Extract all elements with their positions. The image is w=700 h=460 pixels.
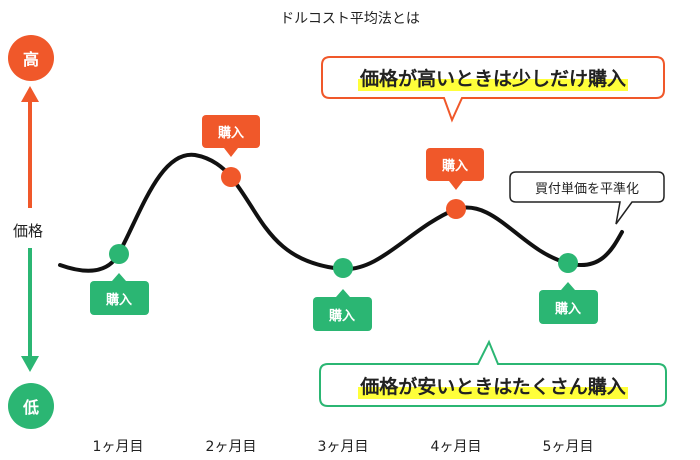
buy-box-2-pointer: [224, 148, 238, 157]
buy-box-5: [539, 290, 598, 324]
diagram-title: ドルコスト平均法とは: [280, 11, 420, 27]
buy-box-1: [90, 281, 149, 315]
x-tick-1: 1ヶ月目: [92, 439, 144, 455]
buy-point-4: [446, 199, 466, 219]
buy-point-2: [221, 167, 241, 187]
callout-low-text: 価格が安いときはたくさん購入: [320, 364, 666, 406]
buy-label-1: 購入: [105, 292, 132, 308]
buy-point-3: [333, 258, 353, 278]
buy-point-5: [558, 253, 578, 273]
buy-box-5-pointer: [561, 282, 575, 290]
note-text: 買付単価を平準化: [534, 181, 639, 197]
x-tick-2: 2ヶ月目: [205, 439, 257, 455]
buy-label-4: 購入: [441, 159, 468, 174]
buy-box-3: [313, 297, 372, 331]
axis-high-label: 高: [8, 35, 54, 81]
price-curve: [58, 152, 624, 273]
buy-box-3-pointer: [336, 289, 350, 297]
buy-label-5: 購入: [554, 301, 581, 317]
buy-point-1: [109, 244, 129, 264]
axis-low-label: 低: [8, 383, 54, 429]
buy-box-1-pointer: [112, 273, 126, 281]
callout-low-highlight: 価格が安いときはたくさん購入: [358, 371, 628, 399]
buy-box-4: [426, 148, 484, 181]
buy-label-2: 購入: [217, 126, 244, 141]
x-tick-4: 4ヶ月目: [430, 439, 482, 455]
x-tick-5: 5ヶ月目: [542, 439, 594, 455]
buy-label-3: 購入: [328, 308, 355, 324]
callout-high-text: 価格が高いときは少しだけ購入: [322, 57, 664, 98]
axis-up-arrowhead: [21, 86, 39, 102]
axis-down-arrowhead: [21, 356, 39, 372]
buy-box-4-pointer: [449, 181, 463, 190]
buy-box-2: [202, 115, 260, 148]
axis-price-label: 価格: [13, 222, 44, 240]
note-bubble: [509, 171, 665, 225]
x-tick-3: 3ヶ月目: [317, 439, 369, 455]
callout-high-highlight: 価格が高いときは少しだけ購入: [357, 64, 628, 91]
